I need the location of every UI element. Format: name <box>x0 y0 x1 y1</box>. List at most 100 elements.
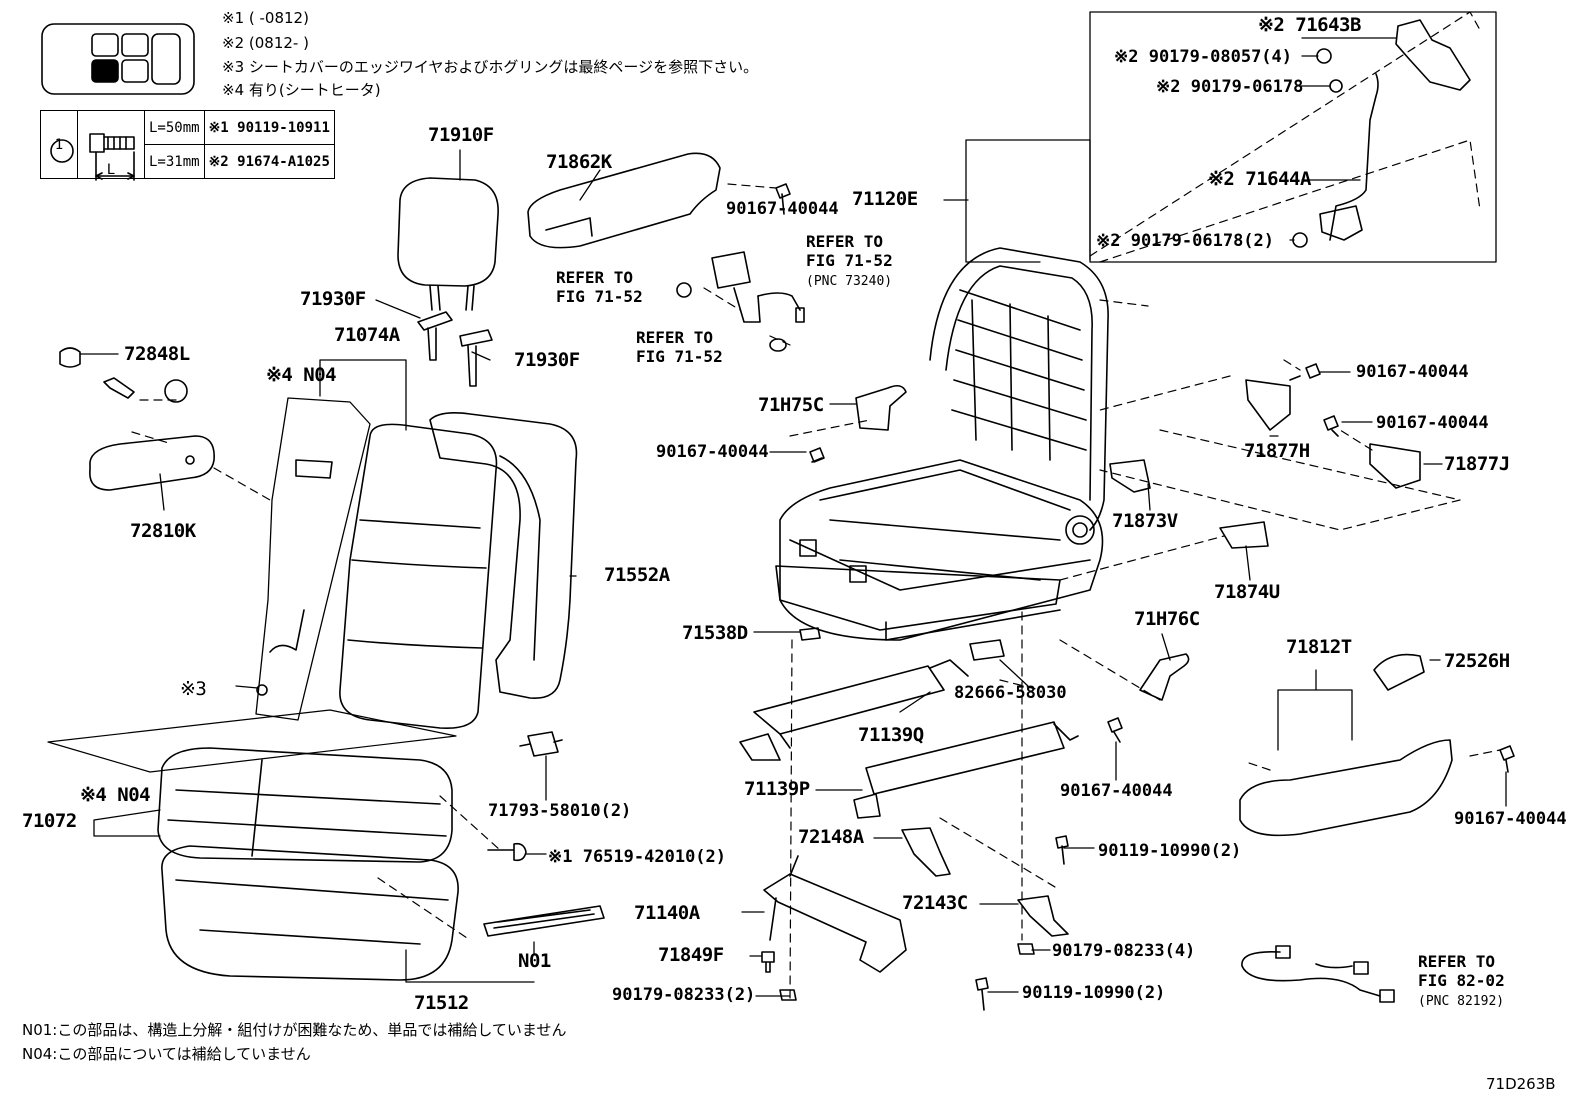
screw-icon-d <box>1323 415 1339 437</box>
note-4: ※4 有り(シートヒータ) <box>222 81 381 99</box>
nut-icon-3 <box>1292 232 1308 248</box>
label-72143C: 72143C <box>902 892 968 914</box>
side-cover <box>1239 739 1453 837</box>
leader-lines <box>79 37 1507 997</box>
bracket-71140A <box>763 855 907 973</box>
label-hog-ring: ※3 <box>180 678 207 700</box>
seat-back-cover <box>339 423 498 729</box>
note-1: ※1 ( -0812) <box>222 9 309 27</box>
hog-ring-icon <box>256 684 268 696</box>
note-2: ※2 (0812- ) <box>222 34 309 52</box>
label-71644A: ※2 71644A <box>1208 168 1311 190</box>
legend-row1-part: ※1 90119-10911 <box>203 110 335 145</box>
seat-heater-sheet <box>255 397 371 721</box>
buckle-nut-icon <box>676 282 692 298</box>
label-71793-58010: 71793-58010(2) <box>488 801 632 821</box>
label-71552A: 71552A <box>604 564 670 586</box>
cushion-spring-mat <box>483 905 605 937</box>
footnote-N04: N04:この部品については補給していません <box>22 1045 311 1063</box>
label-90167-e: 90167-40044 <box>1060 781 1173 801</box>
label-90179-08233-a: 90179-08233(4) <box>1052 941 1196 961</box>
ref3-line1: REFER TO <box>636 328 714 347</box>
label-N04-b: ※4 N04 <box>80 784 151 806</box>
nut-icon-1 <box>1316 48 1332 64</box>
legend-circle-label: 1 <box>54 136 64 153</box>
label-82666-58030: 82666-58030 <box>954 683 1067 703</box>
legend-row1-length: L=50mm <box>144 110 205 145</box>
wire-harness <box>1241 945 1395 1003</box>
bracket-71877H <box>1245 379 1291 431</box>
screw-icon-e <box>1107 717 1123 743</box>
label-N01: N01 <box>518 950 551 972</box>
ref1-line2: FIG 71-52 <box>806 251 893 270</box>
note-3: ※3 シートカバーのエッジワイヤおよびホグリングは最終ページを参照下さい。 <box>222 58 759 76</box>
label-90167-b: 90167-40044 <box>656 442 769 462</box>
ref3-line2: FIG 71-52 <box>636 347 723 366</box>
bracket-71877J <box>1369 443 1421 489</box>
label-71538D: 71538D <box>682 622 748 644</box>
headrest-guide-right <box>459 329 493 387</box>
bracket-72148A <box>901 827 951 877</box>
pin-76519 <box>487 842 527 862</box>
bracket-72143C <box>1017 895 1069 937</box>
label-N04-a: ※4 N04 <box>266 364 337 386</box>
label-90167-c: 90167-40044 <box>1356 362 1469 382</box>
label-76519-42010: ※1 76519-42010(2) <box>548 847 727 867</box>
label-90119-10990-b: 90119-10990(2) <box>1022 983 1166 1003</box>
label-71512: 71512 <box>414 992 469 1014</box>
armrest-cap <box>59 347 81 368</box>
nut-icon-2 <box>1329 79 1343 93</box>
clip-71793 <box>519 731 563 757</box>
screw-icon-a <box>775 183 791 215</box>
seat-frame <box>775 247 1109 641</box>
ref1-line3: (PNC 73240) <box>806 274 893 289</box>
bracket-71874U <box>1219 521 1269 549</box>
label-71910F: 71910F <box>428 124 494 146</box>
buckle-washer-icon <box>769 338 787 352</box>
armrest <box>89 435 215 491</box>
label-71120E: 71120E <box>852 188 918 210</box>
label-90167-f: 90167-40044 <box>1454 809 1567 829</box>
label-90167-a: 90167-40044 <box>726 199 839 219</box>
legend-dim-label: L <box>106 162 116 178</box>
bracket-71H75C <box>855 384 907 431</box>
headrest <box>397 177 499 311</box>
label-71877H: 71877H <box>1244 440 1310 462</box>
recliner-box <box>1089 11 1497 263</box>
ref4-line3: (PNC 82192) <box>1418 994 1505 1009</box>
bolt-legend-table: 1 L L=50mm ※1 90119-10911 L=31mm ※2 9167… <box>40 110 335 179</box>
legend-dim-cell: L <box>77 110 145 179</box>
label-71877J: 71877J <box>1444 453 1510 475</box>
ref2-line1: REFER TO <box>556 268 634 287</box>
figure-id: 71D263B <box>1486 1075 1556 1093</box>
label-72810K: 72810K <box>130 520 196 542</box>
stud-71849F <box>761 951 775 973</box>
label-71812T: 71812T <box>1286 636 1352 658</box>
ref4-line1: REFER TO <box>1418 952 1496 971</box>
recliner-assembly <box>1319 19 1471 241</box>
knob-72526H <box>1373 653 1425 691</box>
label-71074A: 71074A <box>334 324 400 346</box>
cushion-heater-sheet <box>47 709 457 773</box>
ref4-line2: FIG 82-02 <box>1418 971 1505 990</box>
screw-icon-f <box>1499 745 1515 773</box>
seat-cushion-cover <box>157 747 453 863</box>
label-90167-d: 90167-40044 <box>1376 413 1489 433</box>
screw-icon-b <box>809 447 825 463</box>
bolt-icon-90119a <box>1055 835 1069 865</box>
legend-row2-length: L=31mm <box>144 144 205 179</box>
label-71H75C: 71H75C <box>758 394 824 416</box>
label-71140A: 71140A <box>634 902 700 924</box>
label-90179-06178-b: ※2 90179-06178(2) <box>1096 231 1275 251</box>
ref1-line1: REFER TO <box>806 232 884 251</box>
rail-71139P <box>853 721 1079 819</box>
label-72848L: 72848L <box>124 343 190 365</box>
label-71930F-b: 71930F <box>514 349 580 371</box>
label-72526H: 72526H <box>1444 650 1510 672</box>
label-90119-10990-a: 90119-10990(2) <box>1098 841 1242 861</box>
seat-position-inset <box>41 23 195 95</box>
label-90179-08233-b: 90179-08233(2) <box>612 985 756 1005</box>
label-71072: 71072 <box>22 810 77 832</box>
seat-back-pad <box>429 412 578 699</box>
